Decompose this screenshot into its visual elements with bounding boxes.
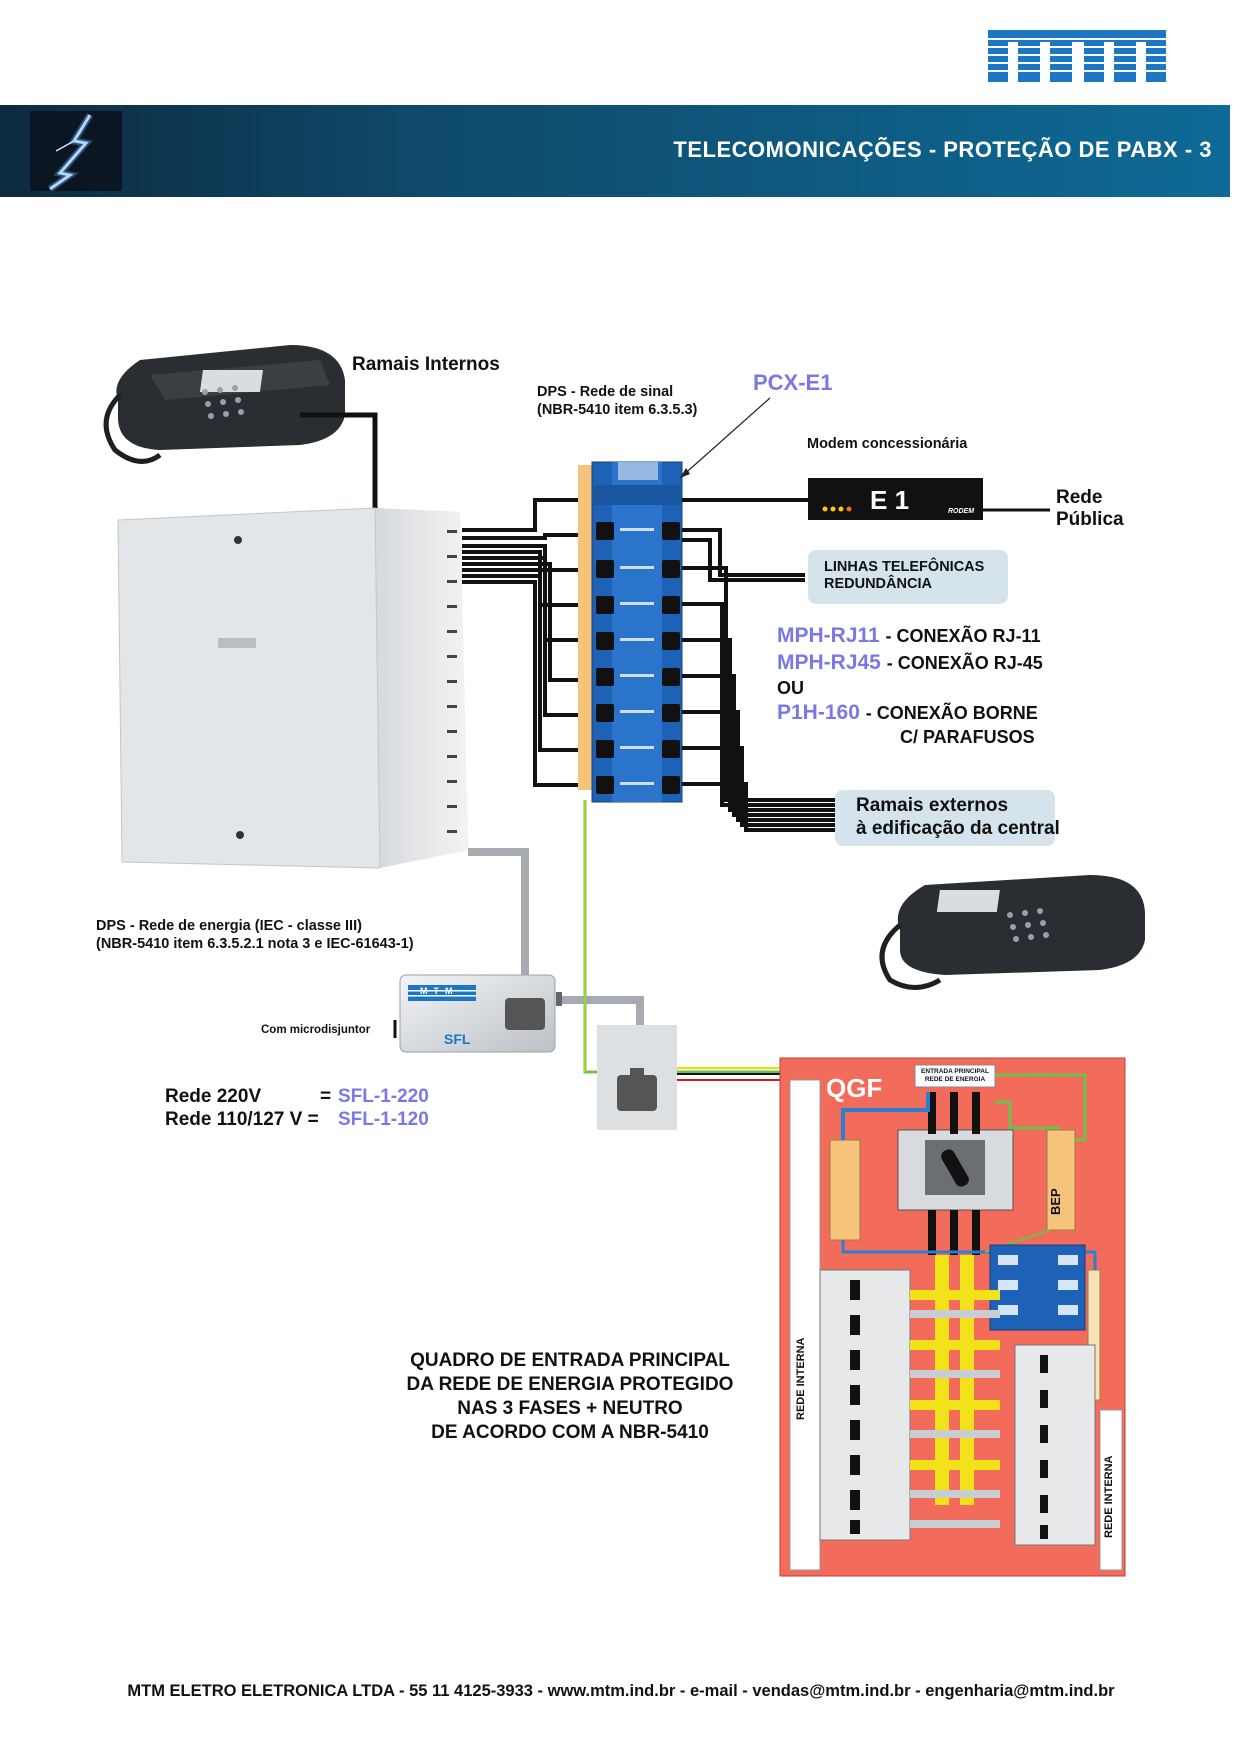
model-sfl-1-220: SFL-1-220: [338, 1086, 429, 1107]
lightning-icon: [30, 111, 122, 191]
label-linhas-telefonicas: LINHAS TELEFÔNICAS: [824, 559, 985, 575]
label-mph-rj45: MPH-RJ45 - CONEXÃO RJ-45: [777, 651, 1043, 675]
label-dps-energia-norma: (NBR-5410 item 6.3.5.2.1 nota 3 e IEC-61…: [96, 936, 414, 952]
modem-display: E 1: [870, 485, 910, 515]
label-modem: Modem concessionária: [807, 436, 968, 452]
label-rede-interna-left: REDE INTERNA: [795, 1337, 807, 1420]
label-qgf: QGF: [826, 1073, 883, 1103]
desc-rj11: - CONEXÃO RJ-11: [885, 626, 1041, 646]
label-rede-220: Rede 220V: [165, 1086, 262, 1107]
modem-brand: RODEM: [948, 508, 975, 515]
phone-internal-icon: [103, 345, 345, 464]
label-p1h-160: P1H-160 - CONEXÃO BORNE: [777, 701, 1038, 725]
desc-rj45: - CONEXÃO RJ-45: [886, 653, 1043, 673]
phone-external-icon: [879, 875, 1145, 990]
quadro-line-1: QUADRO DE ENTRADA PRINCIPAL: [410, 1350, 730, 1371]
label-ou: OU: [777, 678, 804, 698]
label-entrada-principal: ENTRADA PRINCIPAL: [921, 1068, 989, 1075]
label-microdisjuntor: Com microdisjuntor: [261, 1024, 371, 1036]
label-mph-rj11: MPH-RJ11 - CONEXÃO RJ-11: [777, 624, 1041, 648]
label-edificacao: à edificação da central: [856, 818, 1060, 839]
sfl-logo: MTM: [420, 986, 459, 996]
label-dps-sinal-norma: (NBR-5410 item 6.3.5.3): [537, 402, 698, 418]
label-sfl: SFL: [444, 1031, 471, 1047]
label-bep: BEP: [1048, 1188, 1063, 1215]
page-title: TELECOMONICAÇÕES - PROTEÇÃO DE PABX - 3: [673, 137, 1212, 162]
label-rede-energia: REDE DE ENERGIA: [924, 1076, 986, 1083]
model-mph-rj11: MPH-RJ11: [777, 624, 880, 647]
label-rede: Rede: [1056, 487, 1103, 508]
label-ramais-externos: Ramais externos: [856, 795, 1009, 816]
model-mph-rj45: MPH-RJ45: [777, 651, 881, 674]
quadro-line-4: DE ACORDO COM A NBR-5410: [431, 1422, 709, 1443]
label-rede-220-eq: =: [320, 1086, 332, 1107]
signal-dps-rack: [578, 461, 683, 803]
footer-contact: MTM ELETRO ELETRONICA LTDA - 55 11 4125-…: [127, 1682, 1115, 1700]
quadro-line-3: NAS 3 FASES + NEUTRO: [457, 1398, 683, 1419]
mtm-logo: [988, 30, 1166, 82]
quadro-line-2: DA REDE DE ENERGIA PROTEGIDO: [406, 1374, 734, 1395]
header-banner: TELECOMONICAÇÕES - PROTEÇÃO DE PABX - 3: [0, 105, 1230, 197]
label-rede-110: Rede 110/127 V =: [165, 1109, 319, 1130]
label-redundancia: REDUNDÂNCIA: [824, 576, 932, 592]
label-pcx-e1: PCX-E1: [753, 370, 833, 395]
label-rede-interna-right: REDE INTERNA: [1103, 1455, 1115, 1538]
qgf-panel: [779, 1057, 1126, 1577]
model-sfl-1-120: SFL-1-120: [338, 1109, 429, 1130]
label-dps-sinal: DPS - Rede de sinal: [537, 384, 674, 400]
model-p1h-160: P1H-160: [777, 701, 860, 724]
label-parafusos: C/ PARAFUSOS: [900, 727, 1035, 747]
power-plug: [597, 1025, 677, 1130]
desc-borne: - CONEXÃO BORNE: [865, 703, 1038, 723]
label-ramais-internos: Ramais Internos: [352, 354, 500, 375]
label-publica: Pública: [1056, 509, 1124, 530]
label-dps-energia: DPS - Rede de energia (IEC - classe III): [96, 918, 362, 934]
pabx-central: [117, 507, 468, 869]
